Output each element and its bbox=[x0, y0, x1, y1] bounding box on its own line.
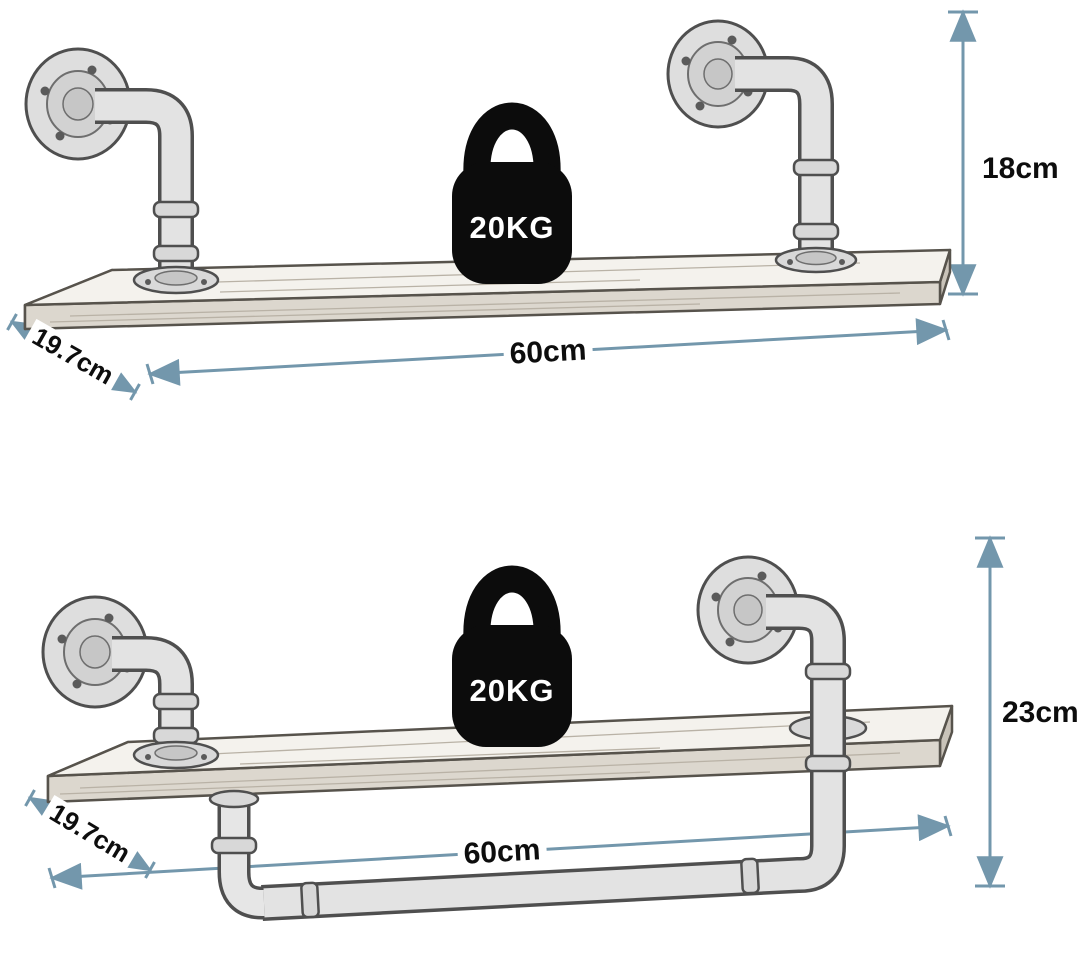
bottom-height-label: 23cm bbox=[1002, 696, 1079, 729]
top-right-pipe-bracket bbox=[666, 19, 858, 274]
bottom-left-pipe-bracket bbox=[41, 595, 220, 770]
bottom-weight-icon bbox=[452, 565, 572, 747]
bottom-length-label: 60cm bbox=[456, 832, 548, 872]
bottom-height-dimension-line bbox=[975, 535, 1005, 889]
top-weight-label: 20KG bbox=[469, 210, 555, 245]
bottom-weight-label: 20KG bbox=[469, 673, 555, 708]
top-left-pipe-bracket bbox=[24, 47, 220, 295]
top-height-label: 18cm bbox=[982, 152, 1059, 185]
top-weight-icon bbox=[452, 102, 572, 284]
top-length-label: 60cm bbox=[502, 333, 594, 371]
bottom-right-pipe-bracket bbox=[696, 555, 868, 742]
towel-bar-pipe bbox=[208, 594, 852, 921]
top-height-dimension-line bbox=[948, 9, 978, 297]
